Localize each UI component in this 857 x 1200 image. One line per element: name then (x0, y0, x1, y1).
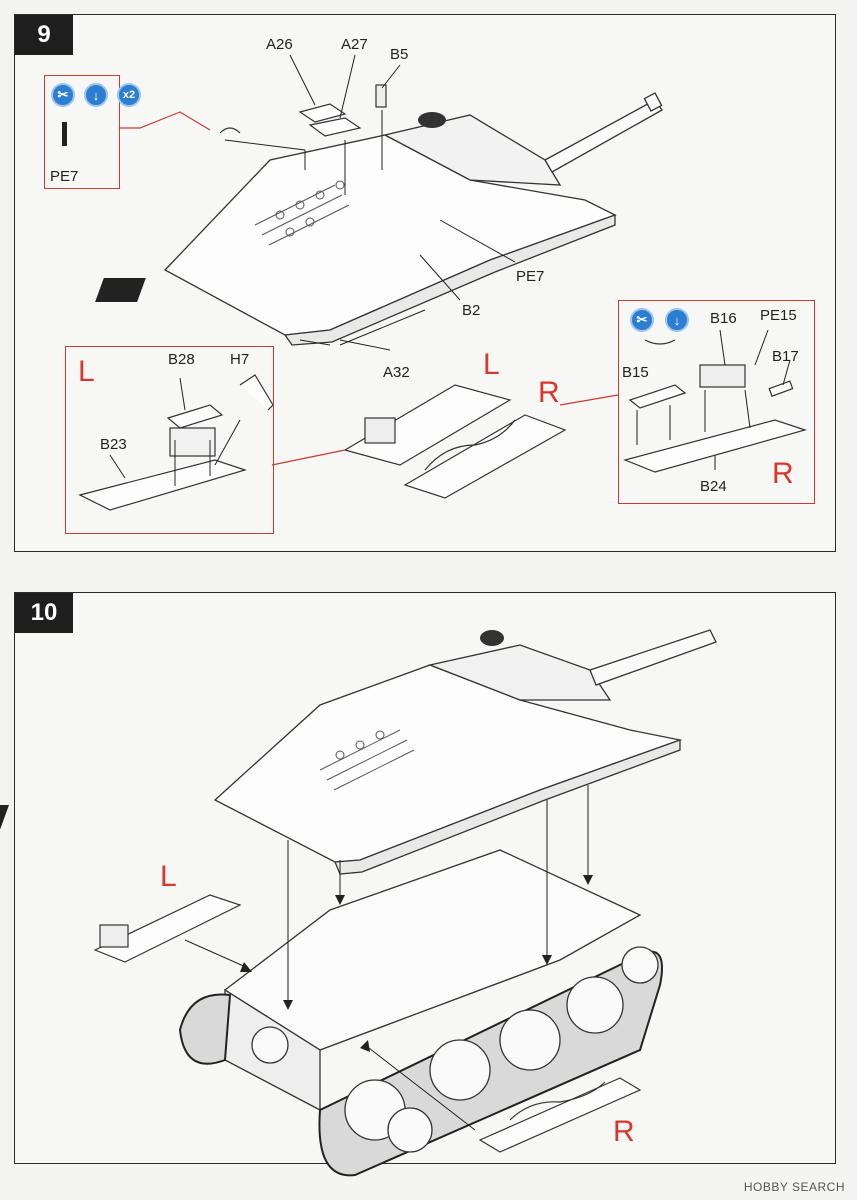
label-a26: A26 (266, 36, 293, 53)
label-b5: B5 (390, 46, 409, 63)
side-mark-right-main: R (538, 376, 560, 409)
side-mark-left-10: L (160, 860, 177, 893)
side-mark-left-main: L (483, 348, 500, 381)
cut-icon: ✂ (630, 308, 654, 332)
side-mark-left-box: L (78, 355, 95, 388)
label-h7: H7 (230, 351, 250, 368)
bend-icon: ↓ (665, 308, 689, 332)
right-guard-detail-box (618, 300, 815, 504)
step-10-number: 10 (15, 593, 73, 633)
label-b24: B24 (700, 478, 727, 495)
cut-icon: ✂ (51, 83, 75, 107)
bend-icon: ↓ (84, 83, 108, 107)
quantity-badge: x2 (117, 83, 141, 107)
label-pe7: PE7 (516, 268, 545, 285)
left-guard-detail-box (65, 346, 274, 534)
label-b23: B23 (100, 436, 127, 453)
label-b16: B16 (710, 310, 737, 327)
label-b15: B15 (622, 364, 649, 381)
label-a27: A27 (341, 36, 368, 53)
label-b17: B17 (772, 348, 799, 365)
label-a32: A32 (383, 364, 410, 381)
pe7-strip-icon (62, 122, 67, 146)
step-9-number: 9 (15, 15, 73, 55)
watermark: HOBBY SEARCH (743, 1180, 845, 1194)
label-b28: B28 (168, 351, 195, 368)
label-pe15: PE15 (760, 307, 797, 324)
label-b2: B2 (462, 302, 481, 319)
label-pe7-box: PE7 (50, 168, 79, 185)
side-mark-right-10: R (613, 1115, 635, 1148)
side-mark-right-box: R (772, 457, 794, 490)
